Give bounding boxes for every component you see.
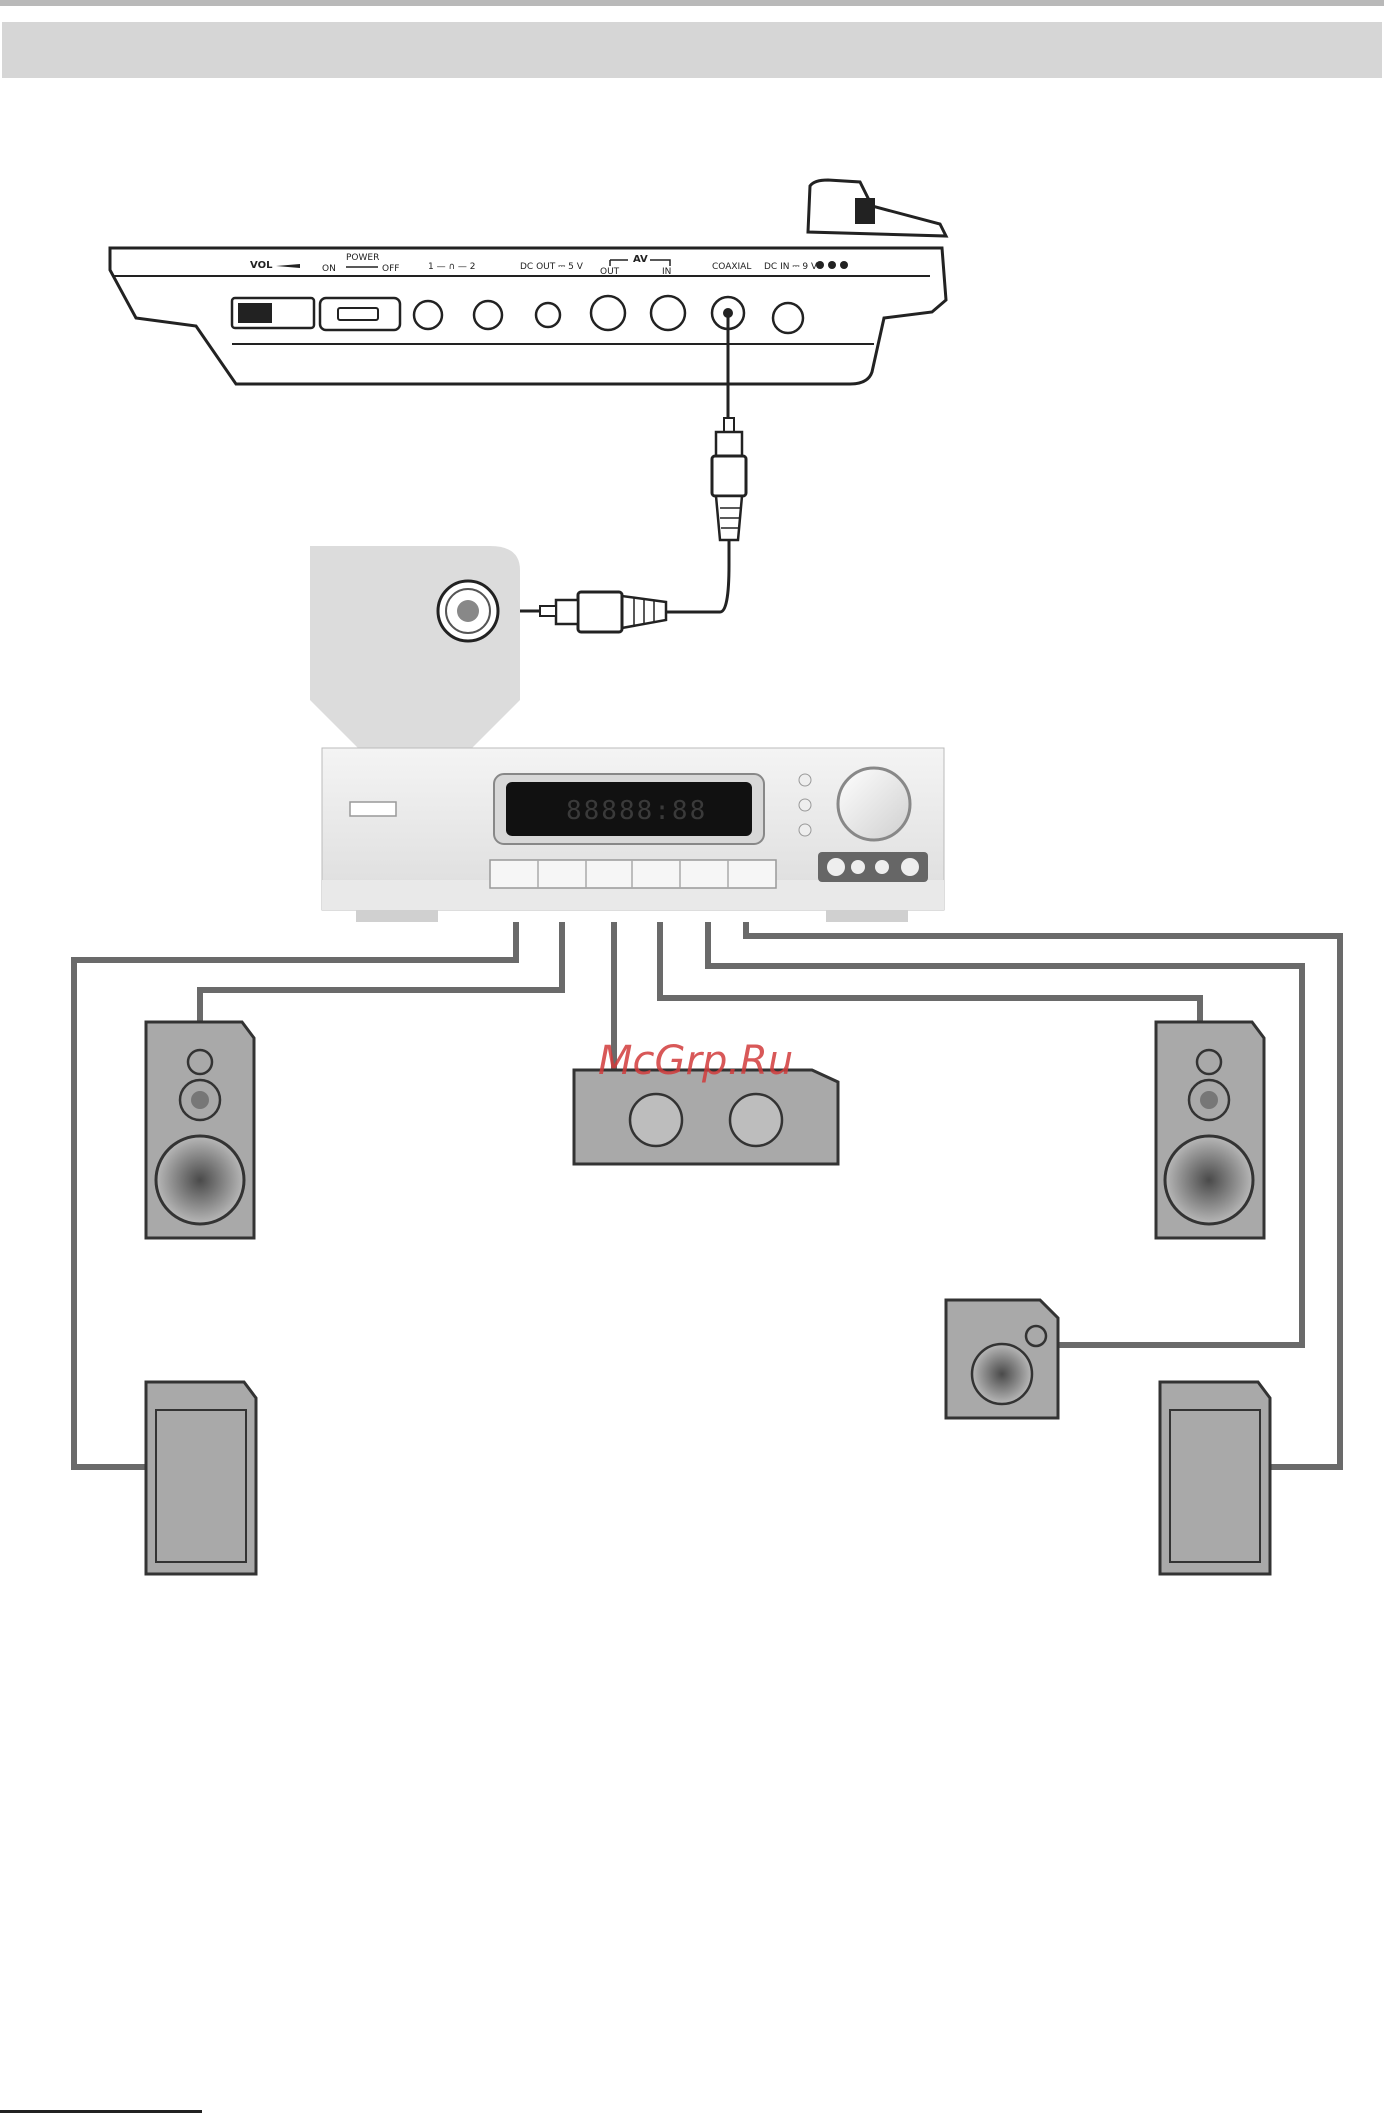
headphone-jack [474, 301, 502, 329]
woofer [1165, 1136, 1253, 1224]
woofer [156, 1136, 244, 1224]
top-rule [0, 0, 1384, 6]
label-av: AV [633, 254, 648, 265]
label-power: POWER [346, 253, 379, 263]
av-receiver: 88888:88 [322, 748, 944, 922]
subwoofer [946, 1300, 1058, 1418]
receiver-display-text: 88888:88 [566, 796, 707, 826]
watermark-text: McGrp.Ru [598, 1038, 793, 1084]
dc-out-jack [536, 303, 560, 327]
front-left-speaker [146, 1022, 254, 1238]
tweeter [1197, 1050, 1221, 1074]
label-off: OFF [382, 264, 399, 274]
receiver-foot [356, 910, 438, 922]
dvd-player: VOL POWER ON OFF 1 — ∩ — 2 DC OUT ⎓ 5 V … [110, 180, 946, 384]
av-in-jack [651, 296, 685, 330]
polarity-icon [816, 261, 824, 269]
label-coaxial: COAXIAL [712, 262, 751, 272]
header-band [2, 22, 1382, 78]
indicator-led [799, 799, 811, 811]
av-out-jack [591, 296, 625, 330]
subwoofer-port [1026, 1326, 1046, 1346]
rear-left-speaker [146, 1382, 256, 1574]
label-vol: VOL [250, 260, 273, 271]
front-right-speaker [1156, 1022, 1264, 1238]
indicator-led [799, 774, 811, 786]
receiver-foot [826, 910, 908, 922]
center-driver [730, 1094, 782, 1146]
volume-knob [838, 768, 910, 840]
label-av-in: IN [662, 267, 671, 277]
label-on: ON [322, 264, 336, 274]
dc-in-jack [773, 303, 803, 333]
receiver-logo-plate [350, 802, 396, 816]
label-headphones: 1 — ∩ — 2 [428, 262, 475, 272]
indicator-led [799, 824, 811, 836]
label-dc-out: DC OUT ⎓ 5 V [520, 262, 584, 272]
center-speaker [574, 1070, 838, 1164]
tweeter [188, 1050, 212, 1074]
subwoofer-driver [972, 1344, 1032, 1404]
footnote-rule [0, 2110, 202, 2113]
headphone-jack [414, 301, 442, 329]
center-driver [630, 1094, 682, 1146]
callout-panel [310, 546, 520, 750]
label-av-out: OUT [600, 267, 620, 277]
receiver-button-row [490, 860, 776, 888]
label-dc-in: DC IN ⎓ 9 V [764, 262, 818, 272]
rear-right-speaker [1160, 1382, 1270, 1574]
speaker-wires [74, 922, 1340, 1467]
